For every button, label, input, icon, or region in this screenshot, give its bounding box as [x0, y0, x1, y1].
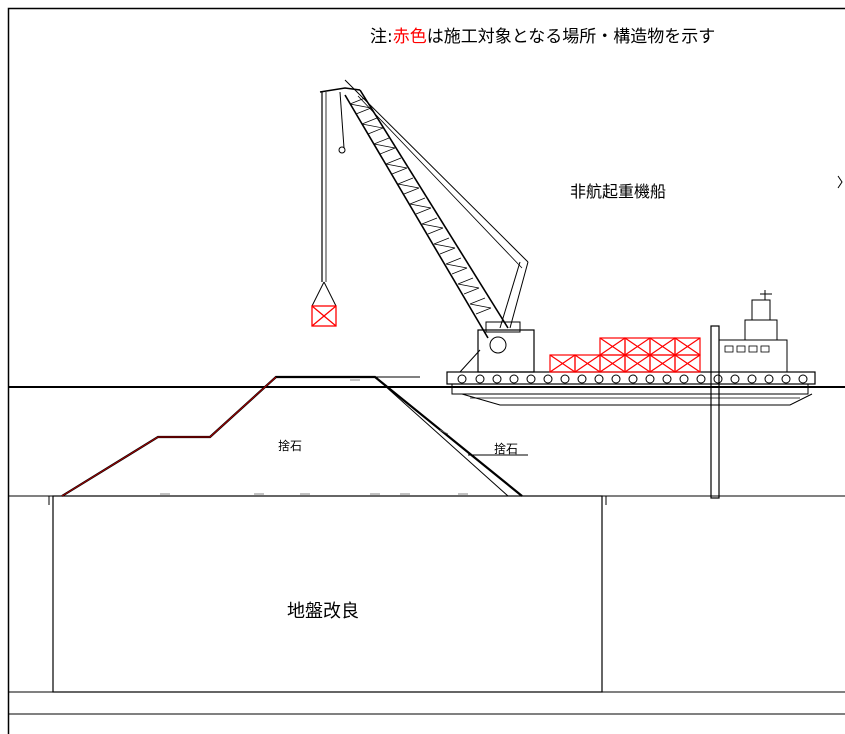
- deck-blocks-target: [549, 337, 701, 373]
- spud-pile: [710, 325, 720, 499]
- rubble-slope-label: 捨石: [494, 442, 519, 456]
- legend-note: 注:赤色は施工対象となる場所・構造物を示す: [370, 22, 715, 47]
- note-suffix: は施工対象となる場所・構造物を示す: [426, 27, 716, 47]
- suspended-block-target: [311, 305, 337, 327]
- crane-barge: [446, 290, 816, 499]
- note-highlight-red: 赤色: [392, 27, 427, 47]
- vessel-label: 非航起重機船: [570, 182, 667, 201]
- rubble-mound-label: 捨石: [278, 439, 303, 453]
- ground-improvement-label: 地盤改良: [287, 601, 359, 622]
- drawing-border: [7, 7, 845, 734]
- rubble-mound: [61, 375, 523, 497]
- ground-improvement-block: [52, 495, 603, 693]
- note-prefix: 注:: [370, 27, 393, 47]
- crane-boom: [311, 79, 529, 339]
